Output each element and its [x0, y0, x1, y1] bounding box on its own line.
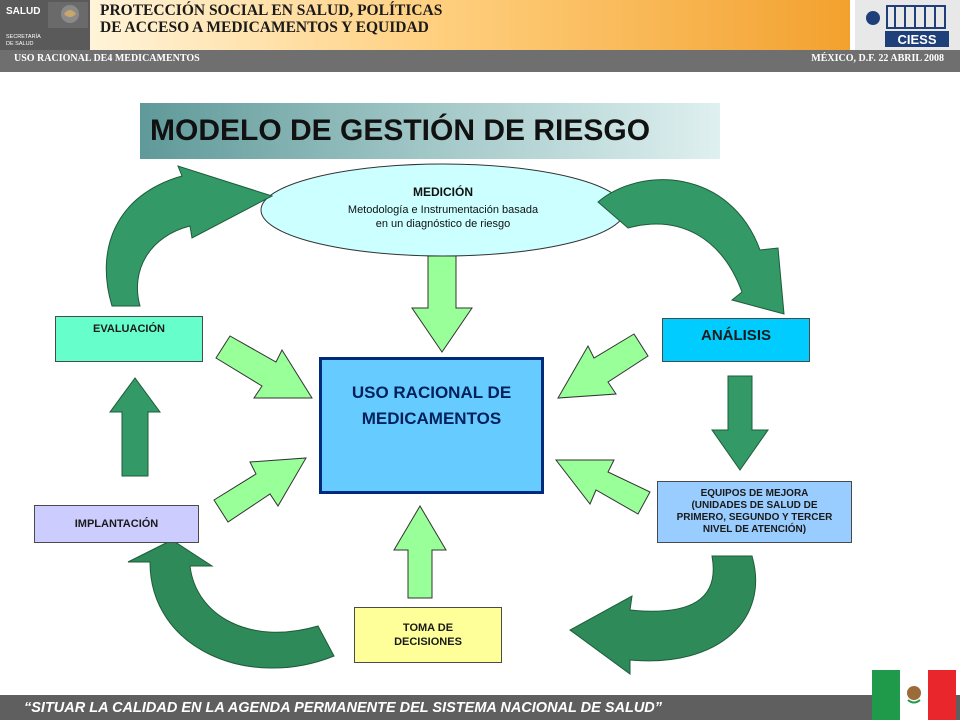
analisis-box: ANÁLISIS [662, 318, 810, 362]
secretaria-text-line2: DE SALUD [6, 41, 34, 47]
curved-arrow-medicion-to-analisis [597, 179, 785, 315]
header-title: PROTECCIÓN SOCIAL EN SALUD, POLÍTICAS DE… [100, 2, 620, 36]
building-icon [886, 5, 946, 29]
equipos-label-line1: EQUIPOS DE MEJORA [700, 488, 809, 499]
secretaria-text-line1: SECRETARÍA [6, 33, 41, 40]
ciess-logo: CIESS [855, 0, 960, 50]
footer-bar [0, 695, 960, 720]
center-label-line1: USO RACIONAL DE [351, 383, 512, 402]
presentation-subtitle: USO RACIONAL DE4 MEDICAMENTOS [14, 53, 200, 64]
arrow-toma-to-center [393, 505, 447, 599]
medicion-desc-line2: en un diagnóstico de riesgo [375, 218, 511, 230]
curved-arrow-evaluacion-to-medicion [105, 165, 274, 307]
toma-label: TOMA DE DECISIONES [394, 621, 462, 649]
toma-label-line1: TOMA DE [402, 622, 454, 634]
center-label-line2: MEDICAMENTOS [361, 409, 502, 428]
equipos-label-line2: (UNIDADES DE SALUD DE [691, 500, 818, 511]
arrow-medicion-to-center [411, 255, 473, 353]
arrow-analisis-to-equipos [711, 375, 769, 471]
salud-logo: SALUD SECRETARÍA DE SALUD [0, 0, 90, 52]
imss-emblem-icon [866, 11, 880, 25]
uso-racional-center-box: USO RACIONAL DE MEDICAMENTOS [319, 357, 544, 494]
slide-title: MODELO DE GESTIÓN DE RIESGO [140, 103, 720, 159]
arrow-implantacion-to-center [213, 457, 307, 523]
center-label: USO RACIONAL DE MEDICAMENTOS [352, 380, 511, 432]
curved-arrow-equipos-to-toma [569, 555, 757, 675]
medicion-desc-line1: Metodología e Instrumentación basada [347, 204, 539, 216]
arrow-equipos-to-center [554, 459, 651, 515]
subtitle-bar [0, 50, 960, 72]
salud-logo-text: SALUD [6, 6, 40, 17]
arrow-implantacion-to-evaluacion [109, 377, 161, 477]
toma-label-line2: DECISIONES [394, 636, 462, 648]
header-title-line2: DE ACCESO A MEDICAMENTOS Y EQUIDAD [100, 19, 429, 36]
medicion-description: Metodología e Instrumentación basada en … [320, 203, 566, 231]
implantacion-box: IMPLANTACIÓN [34, 505, 199, 543]
equipos-label: EQUIPOS DE MEJORA (UNIDADES DE SALUD DE … [677, 488, 833, 536]
evaluacion-box: EVALUACIÓN [55, 316, 203, 362]
equipos-de-mejora-box: EQUIPOS DE MEJORA (UNIDADES DE SALUD DE … [657, 481, 852, 543]
implantacion-label: IMPLANTACIÓN [74, 518, 159, 530]
ciess-logo-text: CIESS [897, 32, 936, 47]
footer-slogan: “SITUAR LA CALIDAD EN LA AGENDA PERMANEN… [24, 700, 663, 716]
toma-de-decisiones-box: TOMA DE DECISIONES [354, 607, 502, 663]
curved-arrow-toma-to-implantacion [127, 539, 335, 669]
medicion-title: MEDICIÓN [413, 185, 473, 199]
arrow-analisis-to-center [557, 333, 649, 399]
arrow-evaluacion-to-center [215, 335, 313, 399]
analisis-label: ANÁLISIS [700, 327, 771, 344]
header-title-line1: PROTECCIÓN SOCIAL EN SALUD, POLÍTICAS [100, 2, 443, 19]
equipos-label-line4: NIVEL DE ATENCIÓN) [702, 524, 807, 535]
header-gradient-band [90, 0, 850, 50]
slide-title-text: MODELO DE GESTIÓN DE RIESGO [150, 114, 651, 147]
evaluacion-label: EVALUACIÓN [93, 323, 165, 335]
equipos-label-line3: PRIMERO, SEGUNDO Y TERCER [676, 512, 833, 523]
location-date: MÉXICO, D.F. 22 ABRIL 2008 [811, 53, 944, 64]
mexico-flag-icon [872, 670, 956, 720]
